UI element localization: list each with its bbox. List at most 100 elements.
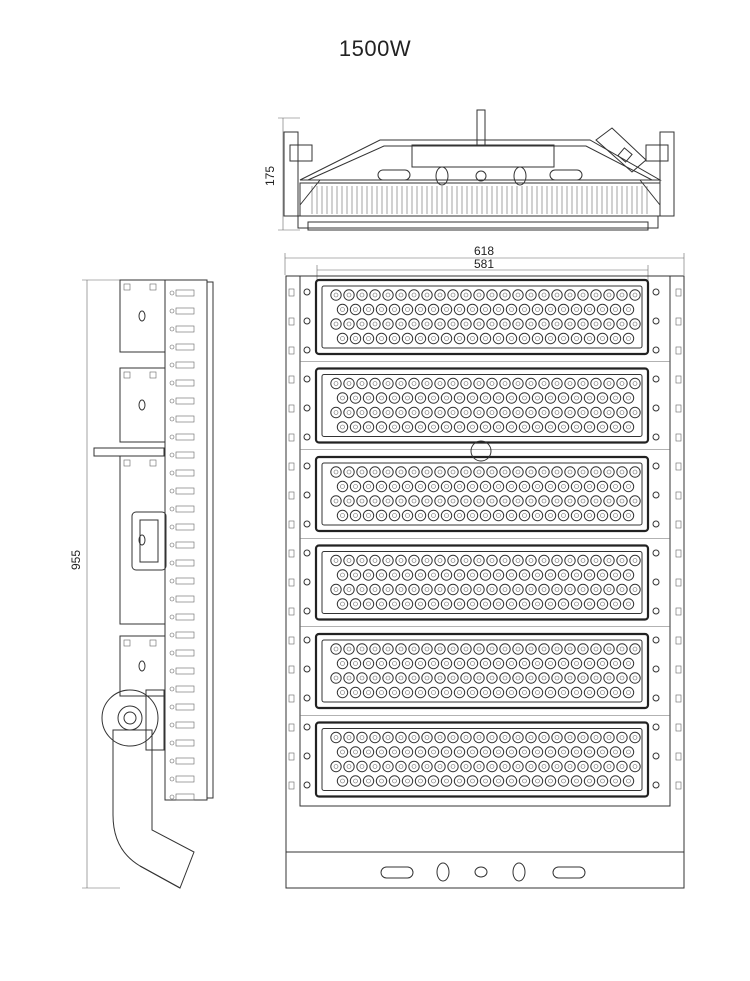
led-lens <box>525 731 537 744</box>
led-lens <box>479 746 492 758</box>
led-lens <box>570 392 583 404</box>
led-lens <box>440 686 453 699</box>
led-lens <box>343 495 355 507</box>
led-lens <box>499 466 511 478</box>
led-lens <box>421 318 433 330</box>
led-lens <box>460 583 472 596</box>
led-lens <box>388 332 401 345</box>
led-lens <box>453 509 466 522</box>
led-lens <box>330 643 342 655</box>
led-lens <box>583 480 596 493</box>
led-lens <box>609 421 622 433</box>
led-lens <box>460 377 472 390</box>
dim-inner-width-label: 581 <box>474 257 494 271</box>
led-lens <box>622 569 635 581</box>
led-lens <box>356 731 368 744</box>
led-module <box>314 721 650 798</box>
led-lens <box>414 775 427 787</box>
led-lens <box>603 318 615 330</box>
led-lens <box>453 332 466 345</box>
led-lens <box>479 509 492 522</box>
led-lens <box>375 569 388 581</box>
led-lens <box>544 392 557 404</box>
led-lens <box>414 392 427 404</box>
led-lens <box>349 392 362 404</box>
led-lens <box>518 303 531 316</box>
led-lens <box>538 289 550 301</box>
led-lens <box>460 318 472 330</box>
led-lens <box>401 480 414 493</box>
led-lens <box>427 569 440 581</box>
led-lens <box>466 657 479 670</box>
led-lens <box>603 466 615 478</box>
led-lens <box>557 746 570 758</box>
led-lens <box>382 406 394 419</box>
led-lens <box>466 686 479 699</box>
led-lens <box>531 657 544 670</box>
led-lens <box>629 495 641 507</box>
led-lens <box>427 686 440 699</box>
top-elevation-view: 175 <box>263 109 675 231</box>
led-lens <box>577 318 589 330</box>
led-lens <box>440 480 453 493</box>
led-lens <box>616 377 628 390</box>
led-lens <box>609 598 622 610</box>
led-lens <box>603 731 615 744</box>
led-lens <box>512 731 524 744</box>
led-module <box>314 544 650 621</box>
led-lens <box>499 672 511 684</box>
led-lens <box>421 377 433 390</box>
led-lens <box>336 598 349 610</box>
led-lens <box>343 672 355 684</box>
led-lens <box>336 657 349 670</box>
led-lens <box>518 569 531 581</box>
led-lens <box>622 598 635 610</box>
led-lens <box>395 554 407 567</box>
led-lens <box>557 657 570 670</box>
led-lens <box>596 746 609 758</box>
led-lens <box>414 657 427 670</box>
led-lens <box>479 303 492 316</box>
led-lens <box>453 657 466 670</box>
led-lens <box>531 775 544 787</box>
led-lens <box>421 643 433 655</box>
led-lens <box>369 672 381 684</box>
led-lens <box>525 406 537 419</box>
led-lens <box>395 377 407 390</box>
led-lens <box>375 775 388 787</box>
led-lens <box>349 332 362 345</box>
led-lens <box>505 421 518 433</box>
led-lens <box>375 686 388 699</box>
led-lens <box>395 318 407 330</box>
led-module <box>314 632 650 710</box>
led-lens <box>557 392 570 404</box>
led-lens <box>583 509 596 522</box>
led-lens <box>557 569 570 581</box>
led-lens <box>427 480 440 493</box>
led-lens <box>414 509 427 522</box>
led-lens <box>369 643 381 655</box>
led-lens <box>336 421 349 433</box>
led-lens <box>499 318 511 330</box>
led-lens <box>538 406 550 419</box>
led-lens <box>388 421 401 433</box>
led-lens <box>362 480 375 493</box>
led-lens <box>401 775 414 787</box>
led-lens <box>577 583 589 596</box>
led-lens <box>473 672 485 684</box>
led-lens <box>564 495 576 507</box>
led-lens <box>440 392 453 404</box>
led-lens <box>590 583 602 596</box>
led-lens <box>356 554 368 567</box>
led-lens <box>551 672 563 684</box>
led-lens <box>564 672 576 684</box>
led-lens <box>388 746 401 758</box>
led-lens <box>538 583 550 596</box>
led-lens <box>382 643 394 655</box>
led-lens <box>544 480 557 493</box>
led-lens <box>596 569 609 581</box>
led-lens <box>512 495 524 507</box>
led-lens <box>466 392 479 404</box>
led-lens <box>382 731 394 744</box>
led-lens <box>577 466 589 478</box>
